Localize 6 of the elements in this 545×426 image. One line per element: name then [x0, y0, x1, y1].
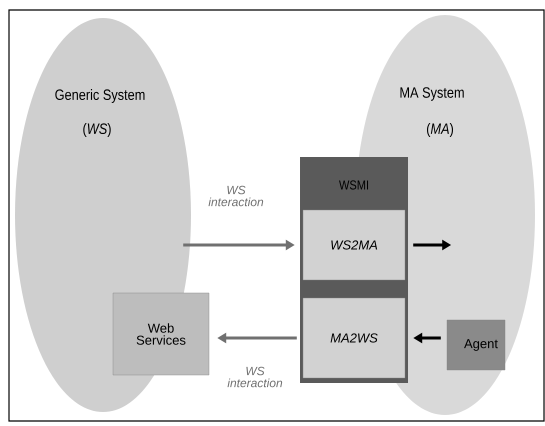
module-box: MA2WS — [302, 298, 406, 378]
process-box: Web Services — [112, 292, 210, 376]
edge-label: WS interaction — [205, 184, 267, 208]
edge-label: WS interaction — [224, 366, 286, 388]
agent-box: Agent — [446, 320, 506, 370]
module-box: WS2MA — [302, 210, 406, 280]
